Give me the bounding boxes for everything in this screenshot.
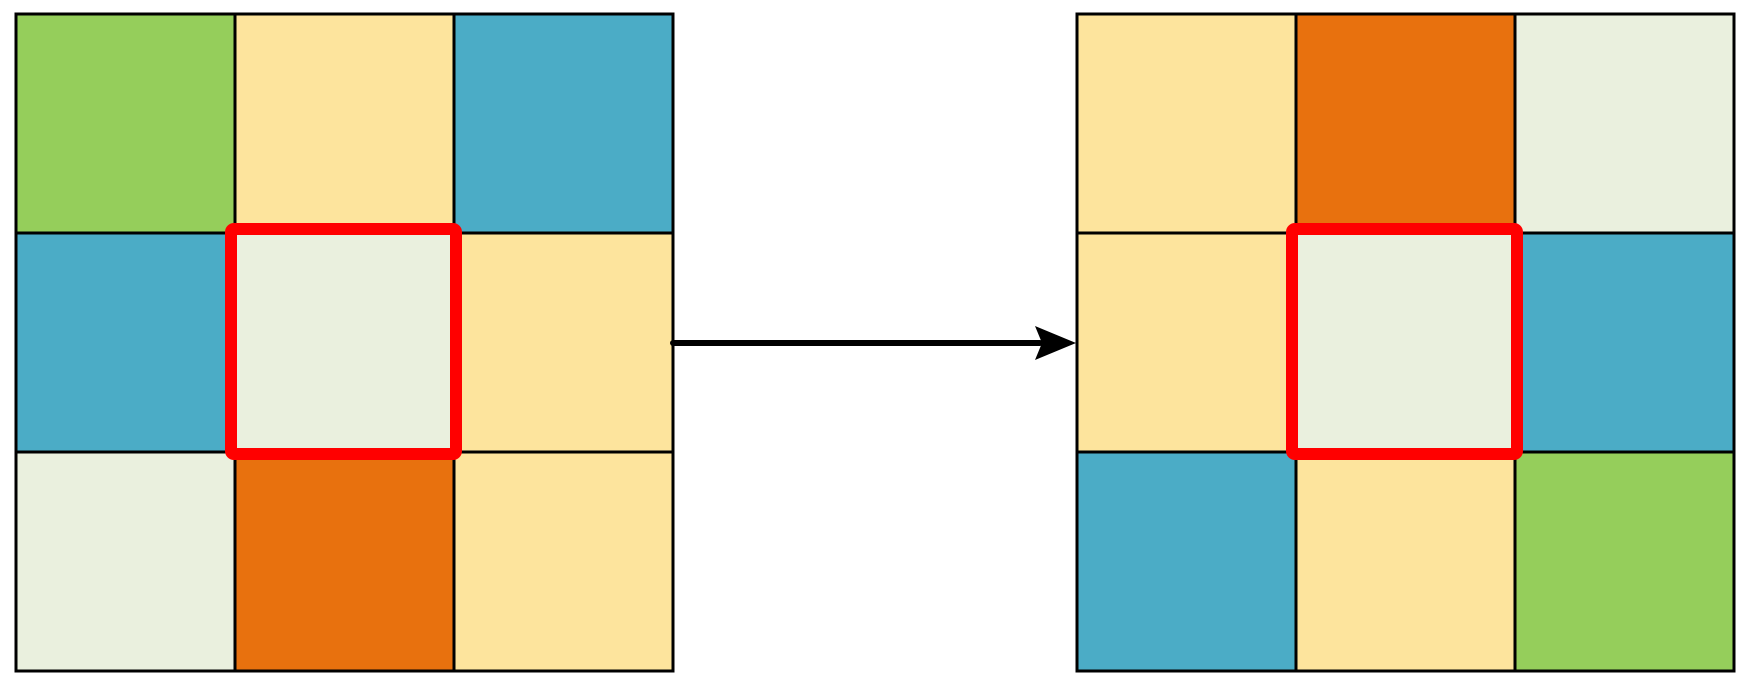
left-grid-cell-r0-c0-green (14, 12, 237, 235)
right-grid-cell-r0-c1-orange (1294, 12, 1517, 235)
left-grid-cell-r1-c2-yellow (452, 231, 675, 454)
connector-arrow (670, 326, 1076, 360)
left-grid-cell-r0-c2-blue (452, 12, 675, 235)
right-grid (1075, 12, 1736, 673)
arrowhead-icon (1035, 326, 1076, 360)
right-grid-cell-r2-c1-yellow (1294, 450, 1517, 673)
left-grid-cell-r2-c0-pale (14, 450, 237, 673)
right-grid-cell-r0-c0-yellow (1075, 12, 1298, 235)
left-grid-cell-r2-c1-orange (233, 450, 456, 673)
right-grid-cell-r1-c1-pale (1294, 231, 1517, 454)
left-grid (14, 12, 675, 673)
left-grid-cell-r1-c1-pale (233, 231, 456, 454)
right-grid-cell-r2-c2-green (1513, 450, 1736, 673)
right-grid-cell-r1-c2-blue (1513, 231, 1736, 454)
left-grid-highlight-box (225, 223, 462, 460)
right-grid-cell-r1-c0-yellow (1075, 231, 1298, 454)
right-grid-highlight-box (1286, 223, 1523, 460)
right-grid-cell-r0-c2-pale (1513, 12, 1736, 235)
left-grid-cell-r1-c0-blue (14, 231, 237, 454)
left-grid-cell-r0-c1-yellow (233, 12, 456, 235)
left-grid-cell-r2-c2-yellow (452, 450, 675, 673)
right-grid-cell-r2-c0-blue (1075, 450, 1298, 673)
